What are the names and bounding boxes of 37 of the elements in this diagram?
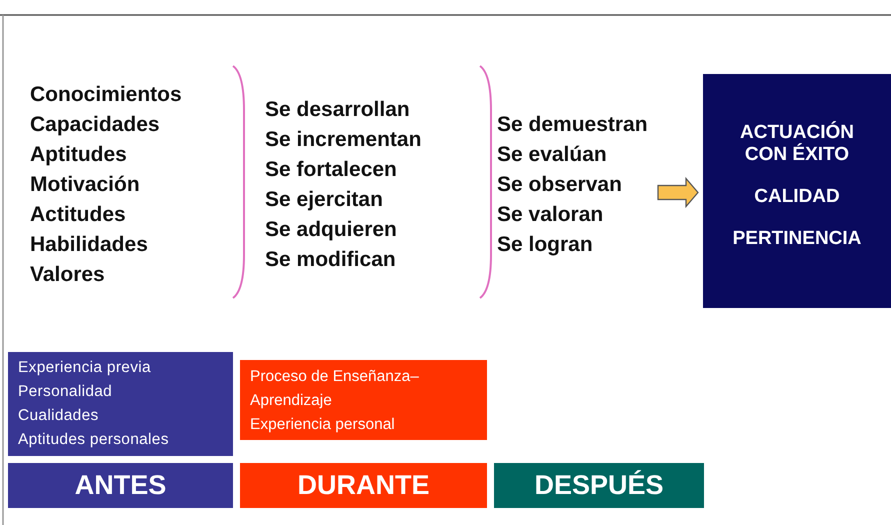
text-line: CALIDAD — [753, 186, 841, 208]
phase-bar — [8, 463, 233, 508]
phase-bar — [494, 463, 704, 508]
text-line: Se valoran — [497, 202, 604, 228]
phase-bar — [240, 463, 487, 508]
text-line: Aptitudes — [30, 142, 128, 168]
text-line: ACTUACIÓN CON ÉXITO — [739, 122, 855, 166]
text-line: PERTINENCIA — [732, 228, 862, 250]
text-line: Se logran — [497, 232, 594, 258]
phase-label: DURANTE — [296, 469, 430, 502]
text-line: Se desarrollan — [265, 97, 411, 123]
phase-label: DESPUÉS — [533, 469, 665, 502]
info-box — [240, 360, 487, 440]
text-line: Experiencia previa — [18, 358, 152, 378]
text-line: Conocimientos — [30, 82, 183, 108]
text-line: Se incrementan — [265, 127, 422, 153]
result-box — [703, 74, 891, 308]
text-line: Habilidades — [30, 232, 149, 258]
text-line: Actitudes — [30, 202, 127, 228]
block-arrow — [657, 176, 699, 208]
text-line: Capacidades — [30, 112, 161, 138]
text-line: Cualidades — [18, 406, 100, 426]
text-line: Se evalúan — [497, 142, 608, 168]
text-line: Valores — [30, 262, 106, 288]
info-box — [8, 352, 233, 456]
text-line: Se fortalecen — [265, 157, 398, 183]
phase-label: ANTES — [74, 469, 168, 502]
text-line: Se ejercitan — [265, 187, 384, 213]
text-line: Se observan — [497, 172, 623, 198]
text-line: Personalidad — [18, 382, 114, 402]
text-line: Experiencia personal — [250, 415, 396, 435]
text-line: Aptitudes personales — [18, 430, 170, 450]
text-line: Se demuestran — [497, 112, 649, 138]
text-line: Se adquieren — [265, 217, 398, 243]
text-line: Se modifican — [265, 247, 397, 273]
text-line: Motivación — [30, 172, 141, 198]
text-line: Proceso de Enseñanza–Aprendizaje — [250, 367, 420, 411]
